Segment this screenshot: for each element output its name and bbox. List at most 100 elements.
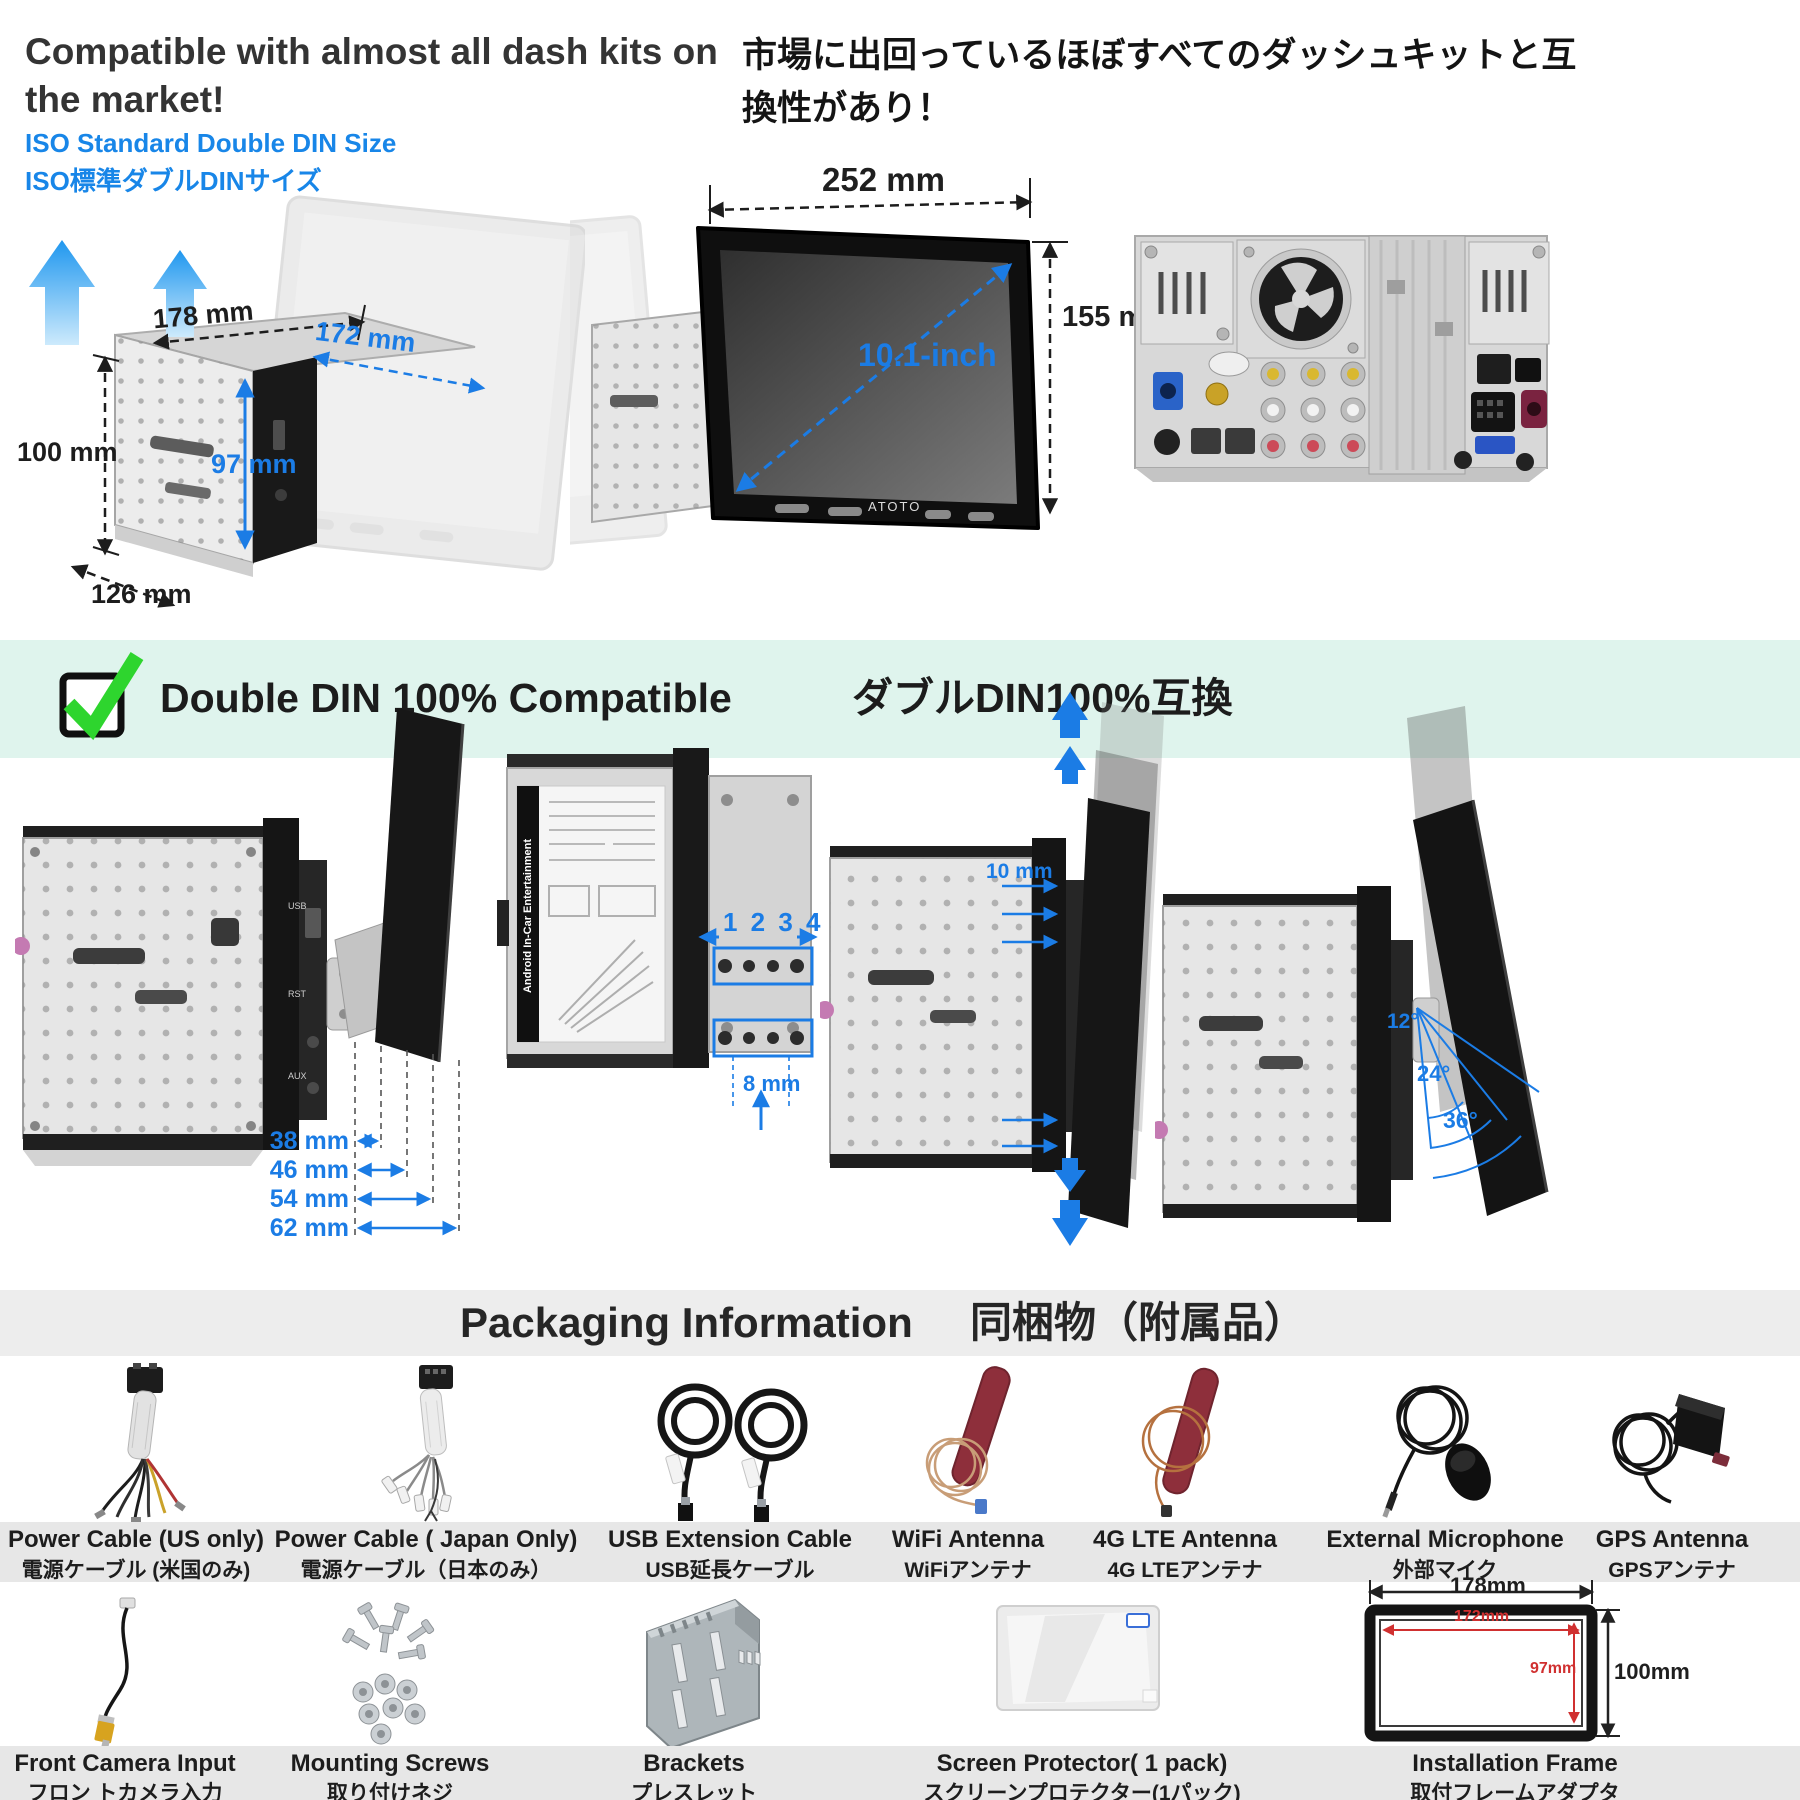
tilt-adjustment-diagram: 12° 24° 36°: [1155, 700, 1590, 1245]
height-adjustment-diagram: 10 mm: [820, 680, 1170, 1255]
tilt-angle-3: 36°: [1443, 1107, 1478, 1133]
power-cable-us-icon: [94, 1363, 186, 1523]
port-label-usb: USB: [288, 901, 307, 911]
depth-adjustment-diagram: 38 mm 46 mm 54 mm 62 mm USB RST AUX: [15, 690, 525, 1270]
item-label-ja: 取り付けネジ: [327, 1782, 453, 1800]
angle-fan: [1416, 1007, 1540, 1179]
front-unit-illustration: 178 mm 172 mm 100 mm 97 mm 126 mm: [15, 195, 585, 635]
slot-numbers: 1 2 3 4: [723, 907, 824, 937]
item-label-en: Power Cable (US only): [7, 1526, 265, 1553]
item-label-en: External Microphone: [1326, 1526, 1564, 1553]
row1-label-band: [0, 1522, 1800, 1582]
rear-view-illustration: [1125, 222, 1560, 490]
wifi-connector: [975, 1499, 987, 1514]
dim-opening-height: 97 mm: [211, 449, 297, 479]
depth-diagram-drawing: [15, 708, 465, 1236]
brackets-icon: [646, 1598, 761, 1747]
item-label-en: Front Camera Input: [14, 1750, 236, 1777]
iso-subtitle-ja: ISO標準ダブルDINサイズ: [25, 166, 322, 196]
headline-ja: 市場に出回っているほぼすべてのダッシュキットと互換性があり！: [742, 36, 1577, 128]
item-label-en: Screen Protector( 1 pack): [936, 1750, 1228, 1777]
item-label-ja: 取付フレームアダプタ: [1410, 1782, 1620, 1800]
row2-label-band: [0, 1746, 1800, 1800]
slot-diagram-drawing: [497, 748, 818, 1130]
qc-passed-sticker: [1208, 351, 1250, 377]
item-label-en: Power Cable ( Japan Only): [274, 1526, 578, 1553]
up-arrow-icon: [153, 250, 207, 337]
item-label-en: GPS Antenna: [1595, 1526, 1749, 1553]
sticker-vertical-text: Android In-Car Entertainment: [517, 790, 539, 1042]
chassis-isometric-drawing: [29, 195, 585, 608]
radio-antenna-knob: [820, 1001, 834, 1019]
tilt-diagram-drawing: [1155, 706, 1549, 1222]
iso-subtitle-en: ISO Standard Double DIN Size: [25, 128, 397, 158]
item-label-en: Brackets: [643, 1750, 745, 1777]
slot-spacing: 8 mm: [743, 1071, 801, 1096]
screen-protector-icon: [996, 1605, 1160, 1711]
sticker-text: Android In-Car Entertainment: [522, 838, 534, 993]
packaging-title-ja: 同梱物（附属品）: [970, 1299, 1307, 1346]
dim-screen-width: 252 mm: [822, 161, 945, 198]
frame-outer-height: 100mm: [1614, 1659, 1690, 1684]
radio-antenna-knob: [15, 937, 30, 955]
item-label-ja: GPSアンテナ: [1608, 1559, 1736, 1582]
power-cable-japan-icon: [381, 1365, 453, 1522]
headline-en: Compatible with almost all dash kits on …: [25, 31, 718, 121]
bezel-buttons: [775, 504, 994, 521]
depth-option-3: 54 mm: [269, 1185, 349, 1213]
screen-unit-illustration: 252 mm 155 mm 10.1-inch ATOTO: [570, 160, 1170, 610]
rear-panel-drawing: [1134, 235, 1550, 482]
sma-antenna-jack: [1205, 382, 1229, 406]
dim-screen-diagonal: 10.1-inch: [858, 337, 997, 373]
item-label-en: Mounting Screws: [290, 1750, 490, 1777]
front-camera-input-icon: [94, 1597, 136, 1746]
side-sticker: [516, 785, 666, 1043]
depth-option-1: 38 mm: [269, 1127, 349, 1155]
height-diagram-drawing: [820, 692, 1164, 1246]
protector-label: [1126, 1613, 1150, 1628]
item-label-ja: 電源ケーブル（日本のみ）: [300, 1559, 552, 1582]
compat-banner: Double DIN 100% Compatible ダブルDIN100%互換: [0, 640, 1800, 758]
gps-antenna-icon: [1612, 1394, 1730, 1504]
item-label-ja: WiFiアンテナ: [904, 1559, 1032, 1582]
radio-antenna-knob: [1155, 1121, 1168, 1139]
item-label-ja: プレスレット: [631, 1782, 757, 1800]
tilt-angle-1: 12°: [1387, 1010, 1419, 1033]
installation-frame-icon: [1364, 1580, 1620, 1742]
frame-inner-height: 97mm: [1530, 1660, 1577, 1677]
item-label-en: 4G LTE Antenna: [1092, 1526, 1278, 1553]
item-label-ja: 電源ケーブル (米国のみ): [21, 1559, 251, 1582]
item-label-en: Installation Frame: [1412, 1750, 1618, 1777]
slot-holes: [718, 959, 804, 1045]
usb-extension-cable-icon: [657, 1383, 808, 1523]
slot-position-diagram: 1 2 3 4 8 mm: [495, 690, 830, 1160]
item-label-ja: USB延長ケーブル: [645, 1559, 815, 1582]
depth-option-2: 46 mm: [269, 1156, 349, 1184]
frame-inner-width: 172mm: [1454, 1608, 1510, 1625]
banner-text-ja: ダブルDIN100%互換: [852, 675, 1233, 721]
installation-frame-figure: 178mm 172mm 97mm 100mm: [1352, 1572, 1692, 1748]
checkbox-checkmark-icon: [59, 652, 144, 741]
item-label-ja: 外部マイク: [1392, 1559, 1498, 1582]
item-label-ja: 4G LTEアンテナ: [1107, 1559, 1263, 1582]
fuse-holder: [1475, 436, 1515, 454]
brand-logo: ATOTO: [868, 499, 922, 514]
dim-depth: 126 mm: [91, 579, 192, 609]
item-label-ja: フロン トカメラ入力: [27, 1782, 223, 1800]
height-step: 10 mm: [986, 860, 1053, 883]
banner-text-en: Double DIN 100% Compatible: [160, 675, 732, 721]
item-label-ja: スクリーンプロテクター(1パック): [923, 1782, 1241, 1800]
dim-mount-height: 100 mm: [17, 437, 118, 467]
mounting-screws-icon: [342, 1602, 435, 1745]
wifi-antenna-icon: [925, 1366, 1011, 1514]
packaging-header-strip: Packaging Information 同梱物（附属品）: [0, 1290, 1800, 1356]
lte-antenna-icon: [1141, 1367, 1219, 1517]
frame-outer-width: 178mm: [1450, 1573, 1526, 1598]
screen-front-drawing: [570, 178, 1068, 547]
port-label-aux: AUX: [288, 1071, 307, 1081]
depth-option-4: 62 mm: [269, 1214, 349, 1242]
item-label-en: USB Extension Cable: [607, 1526, 853, 1553]
item-label-en: WiFi Antenna: [891, 1526, 1045, 1553]
up-down-arrows: [1052, 692, 1088, 1246]
